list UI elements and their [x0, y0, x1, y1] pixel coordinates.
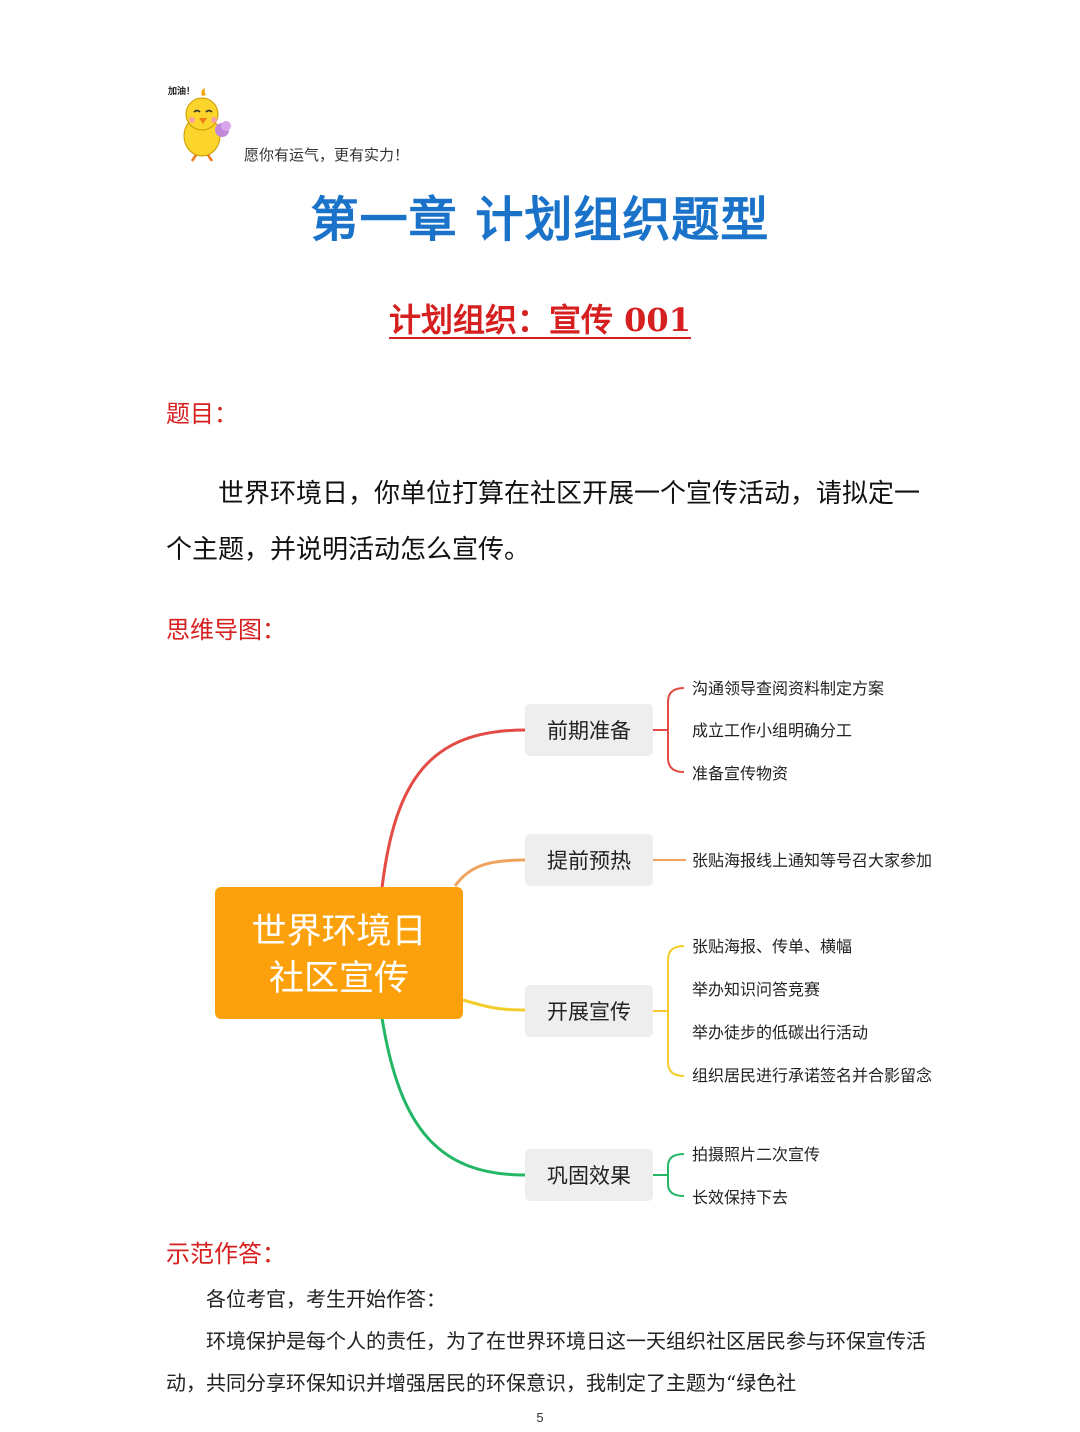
connector-branch-1	[380, 728, 526, 889]
chick-mascot-icon: 加油！	[167, 85, 231, 162]
mascot-caption: 加油！	[167, 85, 195, 97]
leaf-3-1: 张贴海报、传单、横幅	[692, 937, 852, 956]
leaf-2-1: 张贴海报线上通知等号召大家参加	[692, 851, 932, 870]
chapter-title: 第一章 计划组织题型	[310, 192, 770, 248]
answer-paragraph-1: 各位考官，考生开始作答：	[206, 1287, 446, 1311]
bracket-branch-4	[653, 1153, 685, 1197]
question-heading: 题目：	[166, 400, 238, 428]
question-text: 世界环境日，你单位打算在社区开展一个宣传活动，请拟定一个主题，并说明活动怎么宣传…	[166, 479, 921, 565]
branch-label-3: 开展宣传	[547, 1000, 631, 1024]
leaf-3-4: 组织居民进行承诺签名并合影留念	[692, 1066, 932, 1085]
bracket-branch-1	[653, 687, 685, 773]
page-number: 5	[536, 1410, 544, 1425]
branch-node-1	[525, 704, 653, 756]
leaf-1-2: 成立工作小组明确分工	[692, 721, 852, 740]
branch-label-1: 前期准备	[547, 719, 631, 743]
leaf-1-1: 沟通领导查阅资料制定方案	[692, 679, 884, 698]
connector-branch-2	[453, 858, 526, 887]
center-node-line1: 世界环境日	[251, 912, 426, 952]
branch-node-4	[525, 1149, 653, 1201]
leaf-3-3: 举办徒步的低碳出行活动	[692, 1023, 868, 1042]
branch-label-4: 巩固效果	[547, 1164, 631, 1188]
mind-map: 世界环境日 社区宣传 前期准备 沟通领导查阅资料制定方案 成立工作小组明确分工 …	[215, 679, 932, 1207]
answer-heading: 示范作答：	[166, 1240, 286, 1268]
leaf-4-2: 长效保持下去	[692, 1188, 788, 1207]
connector-branch-3	[462, 998, 526, 1012]
leaf-3-2: 举办知识问答竞赛	[692, 980, 820, 999]
branch-label-2: 提前预热	[547, 849, 631, 873]
subtitle: 计划组织：宣传 001	[0, 295, 1080, 341]
branch-node-2	[525, 834, 653, 886]
mindmap-heading: 思维导图：	[166, 616, 286, 644]
center-node-line2: 社区宣传	[269, 959, 409, 999]
leaf-4-1: 拍摄照片二次宣传	[692, 1145, 820, 1164]
subtitle-text: 计划组织：宣传 001	[389, 301, 691, 339]
branch-node-3	[525, 985, 653, 1037]
motto-text: 愿你有运气，更有实力！	[244, 146, 410, 164]
answer-body: 各位考官，考生开始作答： 环境保护是每个人的责任，为了在世界环境日这一天组织社区…	[166, 1278, 926, 1404]
center-node	[215, 887, 463, 1019]
answer-paragraph-2: 环境保护是每个人的责任，为了在世界环境日这一天组织社区居民参与环保宣传活动，共同…	[166, 1329, 926, 1395]
leaf-1-3: 准备宣传物资	[692, 764, 788, 783]
bracket-branch-3	[653, 945, 685, 1077]
connector-branch-4	[380, 1017, 526, 1177]
